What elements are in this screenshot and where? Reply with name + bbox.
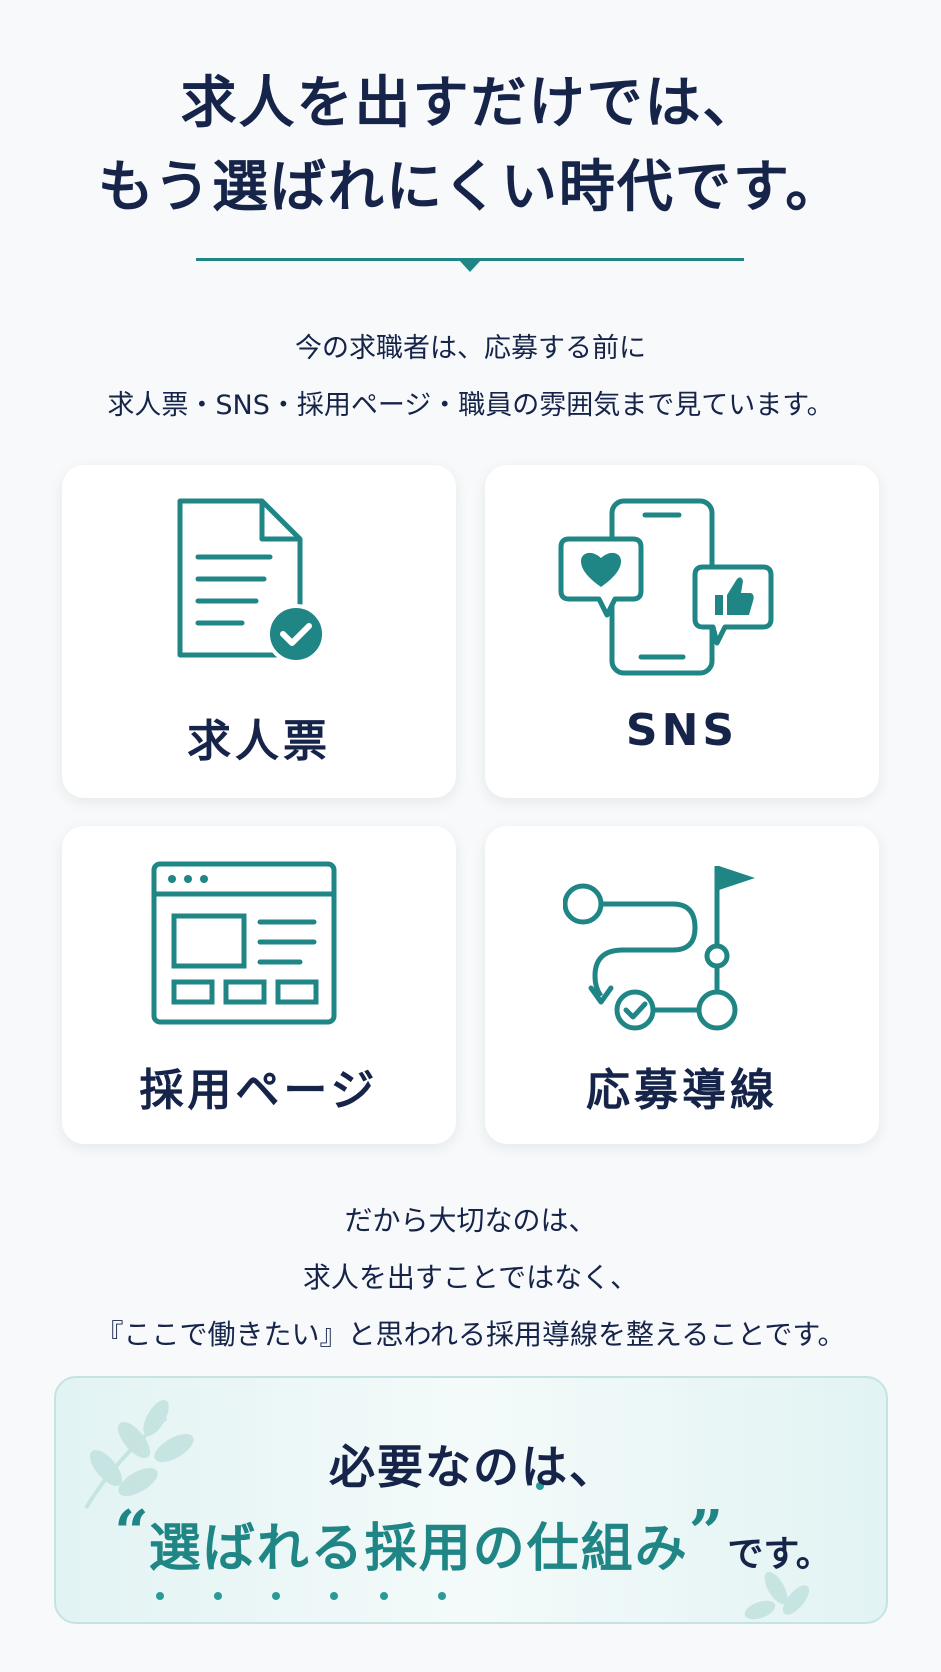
divider-pointer bbox=[459, 260, 481, 272]
headline: 求人を出すだけでは、 もう選ばれにくい時代です。 bbox=[0, 62, 941, 230]
headline-line-2: もう選ばれにくい時代です。 bbox=[97, 155, 844, 220]
intro-line-2: 求人票・SNS・採用ページ・職員の雰囲気まで見ています。 bbox=[107, 390, 834, 421]
callout-line-1: 必要なのは、 bbox=[329, 1440, 617, 1494]
callout-line-2: “選ばれる採用の仕組み”です。 bbox=[56, 1498, 886, 1581]
card-label: SNS bbox=[625, 705, 739, 756]
callout-tail: です。 bbox=[727, 1534, 832, 1575]
card-label: 応募導線 bbox=[586, 1065, 778, 1116]
paragraph-line-2: 求人を出すことではなく、 bbox=[302, 1261, 639, 1294]
route-flag-icon bbox=[563, 866, 755, 1031]
card-application-route: 応募導線 bbox=[485, 826, 879, 1144]
callout-emphasis: 選ばれる採用の仕組み bbox=[148, 1519, 689, 1579]
open-quote: “ bbox=[114, 1498, 149, 1568]
card-sns: SNS bbox=[485, 465, 879, 798]
headline-line-1: 求人を出すだけでは、 bbox=[180, 71, 761, 136]
leaf-decoration bbox=[84, 1400, 810, 1620]
paragraph-line-3: 『ここで働きたい』と思われる採用導線を整えることです。 bbox=[95, 1318, 846, 1351]
paragraph-line-1: だから大切なのは、 bbox=[344, 1204, 597, 1237]
smartphone-social-icon bbox=[558, 498, 774, 676]
document-check-icon bbox=[177, 498, 326, 664]
card-job-posting: 求人票 bbox=[62, 465, 456, 798]
divider bbox=[196, 258, 744, 261]
intro-text: 今の求職者は、応募する前に 求人票・SNS・採用ページ・職員の雰囲気まで見ていま… bbox=[0, 320, 941, 434]
card-label: 採用ページ bbox=[139, 1065, 379, 1116]
intro-line-1: 今の求職者は、応募する前に bbox=[295, 333, 646, 364]
callout-box: 必要なのは、 “選ばれる採用の仕組み”です。 bbox=[54, 1376, 888, 1624]
browser-window-icon bbox=[151, 861, 337, 1025]
close-quote: ” bbox=[688, 1498, 724, 1568]
card-recruitment-page: 採用ページ bbox=[62, 826, 456, 1144]
body-paragraph: だから大切なのは、 求人を出すことではなく、 『ここで働きたい』と思われる採用導… bbox=[0, 1192, 941, 1363]
card-label: 求人票 bbox=[187, 716, 331, 767]
